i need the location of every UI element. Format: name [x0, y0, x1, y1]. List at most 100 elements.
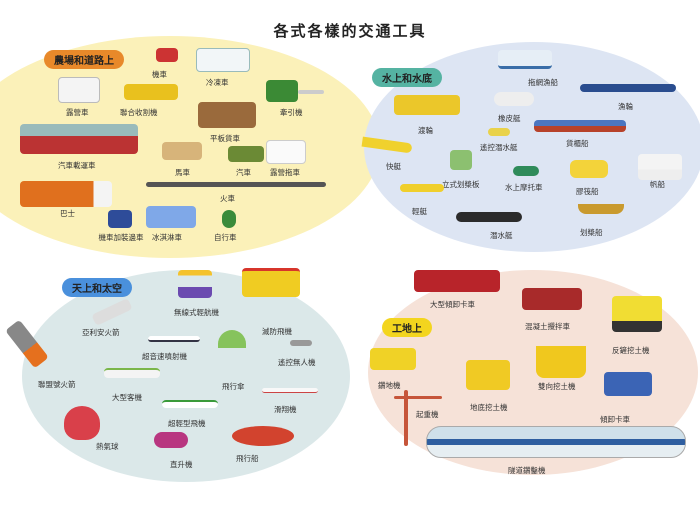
label-dinghy: 橡皮艇 [498, 114, 521, 123]
label-helicopter: 直升機 [170, 460, 193, 469]
label-paraglider: 飛行傘 [222, 382, 245, 391]
glider-illustration [262, 388, 318, 393]
caravan-illustration [266, 140, 306, 164]
paddleboard-illustration [450, 150, 472, 170]
dinghy-illustration [494, 92, 534, 106]
label-glider: 滑翔機 [274, 405, 297, 414]
label-cargo-liner: 漁輪 [618, 102, 633, 111]
train-illustration [146, 182, 326, 187]
trawler-illustration [498, 50, 552, 69]
label-drill-rig: 鑽地機 [378, 381, 401, 390]
horse-cart-illustration [162, 142, 202, 160]
label-backhoe-excavator: 反鏟挖土機 [612, 346, 650, 355]
rowing-boat-illustration [578, 204, 624, 214]
firefighting-plane-illustration [242, 268, 300, 297]
bus-illustration [20, 181, 112, 207]
label-flatbed-truck: 平板貨車 [210, 134, 240, 143]
label-supersonic-jet: 超音速噴射機 [142, 352, 187, 361]
rov-illustration [488, 128, 510, 136]
label-ultralight: 無線式輕航機 [174, 308, 219, 317]
sky-space-region [22, 270, 350, 482]
label-horse-cart: 馬車 [175, 168, 190, 177]
label-car-carrier: 汽車載運車 [58, 161, 96, 170]
paraglider-illustration [218, 330, 246, 348]
ultralight-illustration [178, 270, 212, 298]
backhoe-excavator-illustration [612, 296, 662, 332]
camper-van-illustration [58, 77, 100, 103]
label-airliner: 大型客機 [112, 393, 142, 402]
water-heading: 水上和水底 [372, 68, 442, 87]
label-refrigerated-truck: 冷凍車 [206, 78, 229, 87]
label-concrete-mixer: 混凝土攪拌車 [525, 322, 570, 331]
label-jet-ski: 水上摩托車 [505, 183, 543, 192]
label-excavator: 地底挖土機 [470, 403, 508, 412]
combine-harvester-illustration [124, 84, 178, 100]
airship-illustration [232, 426, 294, 446]
label-submarine: 潛水艇 [490, 231, 513, 240]
excavator-illustration [466, 360, 510, 390]
label-kayak: 輕艇 [412, 207, 427, 216]
label-microlight-plane: 超輕型飛機 [168, 419, 206, 428]
label-backhoe-loader: 雙向挖土機 [538, 382, 576, 391]
page-title: 各式各樣的交通工具 [273, 22, 427, 40]
label-airship: 飛行船 [236, 454, 259, 463]
flatbed-truck-illustration [198, 102, 256, 128]
drone-illustration [290, 340, 312, 346]
hot-air-balloon-illustration [64, 406, 100, 440]
crane-jib [394, 396, 442, 399]
label-container-ship: 貨櫃船 [566, 139, 589, 148]
microlight-plane-illustration [162, 400, 218, 408]
backhoe-loader-illustration [536, 346, 586, 378]
label-ariane-rocket: 亞利安火箭 [82, 328, 120, 337]
label-sailboat: 帆船 [650, 180, 665, 189]
helicopter-illustration [154, 432, 188, 448]
ice-cream-van-illustration [146, 206, 196, 228]
label-soyuz-rocket: 聯盟號火箭 [38, 380, 76, 389]
dump-hauler-illustration [414, 270, 500, 292]
car-illustration [228, 146, 264, 162]
sailboat-illustration [638, 154, 682, 180]
airliner-illustration [104, 368, 160, 378]
label-train: 火車 [220, 194, 235, 203]
label-bicycle: 自行車 [214, 233, 237, 242]
container-ship-illustration [534, 120, 626, 132]
label-combine-harvester: 聯合收割機 [120, 108, 158, 117]
tunnel-boring-machine-illustration [426, 426, 686, 458]
label-tunnel-boring-machine: 隧道鑽鑿機 [508, 466, 546, 475]
label-hot-air-balloon: 熱氣球 [96, 442, 119, 451]
concrete-mixer-illustration [522, 288, 582, 310]
motorcycle-illustration [156, 48, 178, 62]
raft-illustration [570, 160, 608, 178]
label-paddleboard: 立式划槳板 [442, 180, 480, 189]
label-rowing-boat: 划槳船 [580, 228, 603, 237]
label-tractor: 牽引機 [280, 108, 303, 117]
label-dump-truck: 傾卸卡車 [600, 415, 630, 424]
label-rov: 遙控潛水艇 [480, 143, 518, 152]
kayak-illustration [400, 184, 444, 192]
label-car: 汽車 [236, 168, 251, 177]
label-raft: 膠筏船 [576, 187, 599, 196]
refrigerated-truck-illustration [196, 48, 250, 72]
jet-ski-illustration [513, 166, 539, 176]
bicycle-illustration [222, 210, 236, 228]
label-sidecar-motorcycle: 機車加裝邊車 [98, 233, 144, 242]
construction-heading: 工地上 [382, 318, 432, 337]
dump-truck-illustration [604, 372, 652, 396]
sidecar-motorcycle-illustration [108, 210, 132, 228]
supersonic-jet-illustration [148, 336, 200, 342]
label-dump-hauler: 大型傾卸卡車 [430, 300, 475, 309]
ferry-illustration [394, 95, 460, 115]
car-carrier-illustration [20, 124, 138, 154]
crane-illustration [404, 390, 408, 446]
label-crane: 起重機 [416, 410, 439, 419]
label-drone: 遙控無人機 [278, 358, 316, 367]
label-speedboat: 快艇 [386, 162, 401, 171]
label-bus: 巴士 [60, 209, 75, 218]
submarine-illustration [456, 212, 522, 222]
cargo-liner-illustration [580, 84, 676, 92]
label-trawler: 拖網漁船 [528, 78, 558, 87]
plow-illustration [298, 90, 324, 94]
label-ferry: 渡輪 [418, 126, 433, 135]
sky-space-heading: 天上和太空 [62, 278, 132, 297]
label-caravan: 露營拖車 [270, 168, 300, 177]
